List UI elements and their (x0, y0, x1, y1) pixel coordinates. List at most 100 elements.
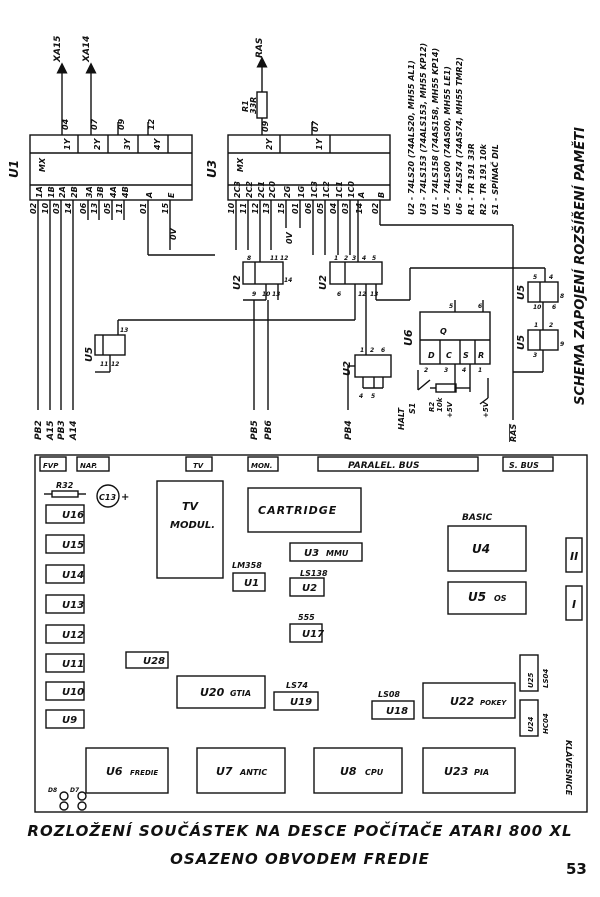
u2-right-pin-12: 12 (358, 291, 366, 298)
chip-u22-box (422, 682, 516, 719)
u1-out-3y: 3Y (123, 137, 132, 150)
u1-signal-xa14: XA14 (82, 36, 92, 63)
u5-small-label: U5 (84, 347, 95, 362)
label-d8: D8 (48, 787, 57, 794)
label-u10: U10 (62, 687, 84, 698)
label-d7: D7 (70, 787, 80, 794)
label-u13: U13 (62, 600, 84, 611)
u6-pin-d: D (428, 351, 435, 360)
u6-pin-6: 6 (478, 303, 482, 310)
u5-right-pin-1: 1 (534, 322, 538, 329)
u1-in-4a: 4A (109, 186, 118, 199)
u3-in-a: A (357, 192, 366, 199)
legend-line-3: U1 - 74LS158 (74AS158, MH55 KP14) (431, 48, 440, 215)
u3-in-pin-03: 03 (341, 202, 350, 214)
u3-out-1y: 1Y (315, 137, 324, 150)
label-u7-name: ANTIC (239, 768, 267, 777)
u1-in-pin-03: 03 (52, 202, 61, 214)
u3-zero-volt-label: 0V (285, 231, 294, 244)
u5-small-gate (94, 334, 126, 356)
u3-in-1g: 1G (297, 185, 306, 198)
u1-in-1a: 1A (35, 186, 44, 198)
label-u6-name: FREDIE (130, 769, 158, 777)
u2-right-gate (329, 261, 383, 285)
type-ls04: LS04 (542, 669, 550, 688)
u5-right-pin-3: 3 (533, 352, 537, 359)
label-u24: U24 (527, 716, 535, 732)
u3-in-1c3: 1C3 (310, 181, 319, 198)
paralel-bus-connector (317, 456, 479, 472)
u2-right-pin-13: 13 (370, 291, 378, 298)
label-port-1: I (572, 598, 576, 611)
u2-left-pin-9: 9 (252, 291, 256, 298)
u6-pin-s: S (463, 351, 469, 360)
u5-right-label-top: U5 (516, 285, 527, 300)
u5-right-pin-10: 10 (533, 304, 541, 311)
label-u3-id: U3 (304, 548, 319, 559)
label-u5-id: U5 (468, 590, 486, 604)
u1-in-pin-02: 02 (29, 202, 38, 214)
u3-signal-ras: RAS (255, 38, 265, 58)
u5-right-pin-4: 4 (549, 274, 553, 281)
c13-capacitor (96, 484, 120, 508)
u2-left-pin-13: 13 (272, 291, 280, 298)
u3-in-2g: 2G (283, 185, 292, 198)
u6-pin-5: 5 (449, 303, 453, 310)
u5-right-pin-5: 5 (533, 274, 537, 281)
label-cartridge: CARTRIDGE (258, 504, 337, 517)
supply-5v-2: +5V (482, 401, 490, 418)
label-tv: TV (193, 462, 204, 470)
chip-u1-box (232, 572, 266, 592)
u1-out-pin-07: 07 (90, 118, 99, 130)
u5-right-label-bottom: U5 (516, 335, 527, 350)
u5-right-pin-6: 6 (552, 304, 556, 311)
legend-line-8: S1 - SPÍNAČ DIL (489, 144, 500, 215)
u1-in-2a: 2A (58, 186, 67, 198)
u3-in-pin-05: 05 (316, 202, 325, 214)
u3-in-pin-15: 15 (277, 202, 286, 214)
u6-pin-1: 1 (478, 367, 482, 374)
mon-connector (247, 456, 279, 472)
caption-line-1: ROZLOŽENÍ SOUČÁSTEK NA DESCE POČÍTAČE AT… (27, 822, 573, 840)
u2-right-pin-4: 4 (362, 255, 366, 262)
u1-out-pin-09: 09 (117, 118, 126, 130)
u1-signal-xa15: XA15 (53, 36, 63, 63)
u3-in-2c0: 2C0 (268, 181, 277, 198)
u3-in-1c1: 1C1 (335, 181, 344, 198)
label-u25: U25 (527, 672, 535, 688)
label-u7-id: U7 (216, 765, 233, 778)
u1-in-2b: 2B (70, 186, 79, 198)
label-u3-name: MMU (326, 549, 349, 558)
u1-in-4b: 4B (121, 186, 130, 199)
input-a15: A15 (46, 421, 56, 442)
u1-in-pin-10: 10 (41, 202, 50, 214)
chip-u2-box (289, 577, 325, 597)
label-u22-id: U22 (450, 695, 475, 708)
type-ls74: LS74 (286, 681, 308, 690)
u2-left-label: U2 (232, 275, 243, 290)
r1-resistor (256, 91, 268, 119)
s-bus-connector (502, 456, 554, 472)
u3-in-pin-10: 10 (227, 202, 236, 214)
u2-left-pin-14: 14 (284, 277, 292, 284)
u2-right-pin-1: 1 (334, 255, 338, 262)
u3-in-1c2: 1C2 (322, 181, 331, 198)
r2-label: R2 (428, 402, 436, 412)
label-tv-module-2: MODUL. (170, 520, 215, 531)
type-ls138: LS138 (300, 569, 328, 578)
schematic-diagram (29, 56, 559, 420)
label-u9: U9 (62, 715, 77, 726)
tv-module-block (156, 480, 224, 579)
chip-u3-box (289, 542, 363, 562)
chip-u5-box (447, 581, 527, 615)
input-pb4: PB4 (344, 420, 354, 440)
u1-in-3a: 3A (85, 186, 94, 198)
label-tv-module-1: TV (182, 500, 200, 513)
u2-bottom-pin-5: 5 (371, 393, 375, 400)
label-u23-name: PIA (474, 768, 489, 777)
chip-u24-box (519, 699, 539, 737)
input-pb6: PB6 (264, 420, 274, 440)
legend-line-4: U5 - 74LS00 (74AS00, MH55 LE1) (443, 66, 452, 215)
chip-u6-box (85, 747, 169, 794)
